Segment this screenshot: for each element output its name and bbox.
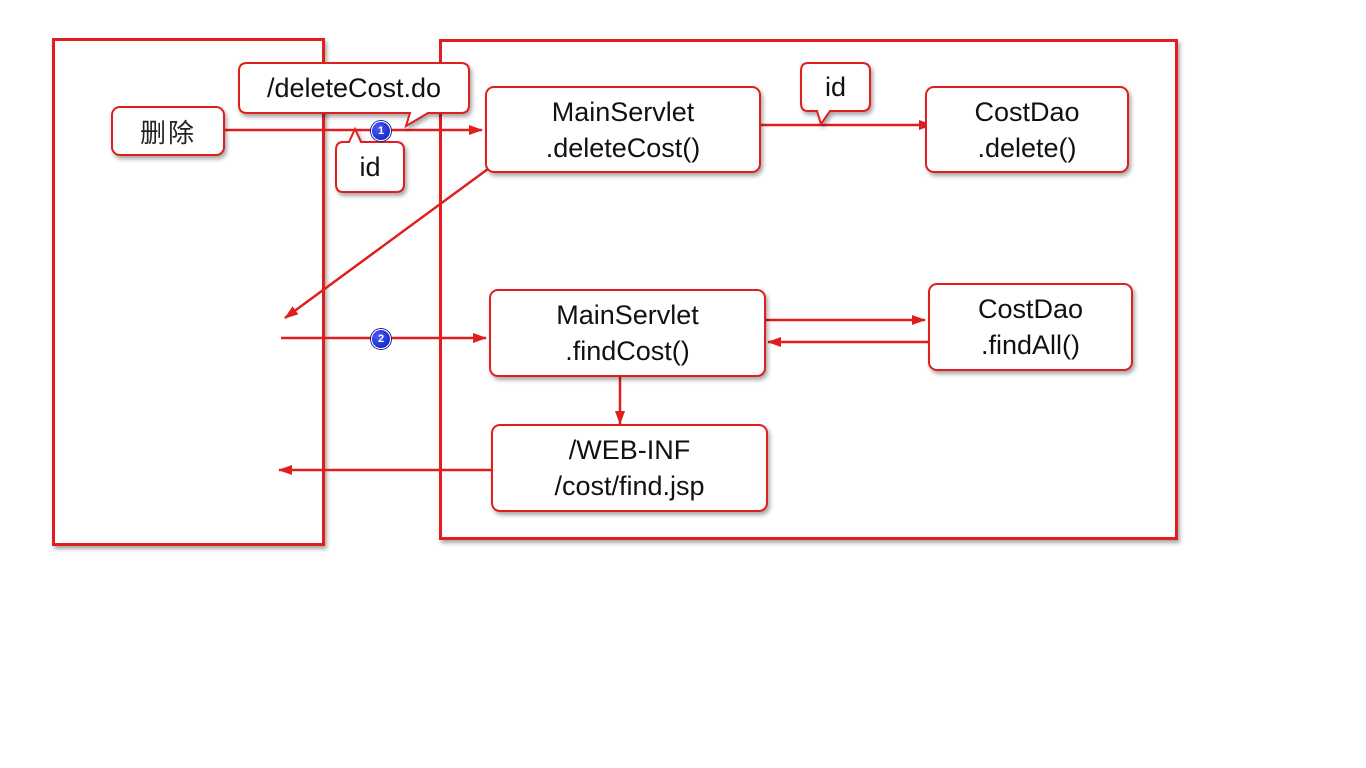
- main-servlet-delete-box: MainServlet .deleteCost(): [485, 86, 761, 173]
- cost-dao-findall-line1: CostDao: [977, 294, 1084, 324]
- id-param-callout-shape: [335, 126, 405, 193]
- cost-dao-findall-box: CostDao .findAll(): [928, 283, 1133, 371]
- id-delete-callout-shape: [800, 62, 871, 127]
- delete-button[interactable]: 删除: [111, 106, 225, 156]
- cost-dao-findall-line2: .findAll(): [980, 330, 1081, 360]
- cost-dao-delete-line1: CostDao: [974, 96, 1080, 127]
- cost-dao-delete-line2: .delete(): [977, 132, 1077, 163]
- step-badge-2: 2: [371, 329, 391, 349]
- main-servlet-find-line2: .findCost(): [565, 336, 690, 366]
- id-delete-callout: id: [800, 62, 871, 127]
- find-jsp-box: /WEB-INF /cost/find.jsp: [491, 424, 768, 512]
- id-param-callout-text: id: [359, 151, 381, 182]
- id-param-callout: id: [335, 126, 405, 193]
- main-servlet-find-line1: MainServlet: [556, 300, 699, 330]
- url-callout-text: /deleteCost.do: [266, 72, 442, 103]
- main-servlet-delete-line2: .deleteCost(): [545, 132, 701, 163]
- find-jsp-line2: /cost/find.jsp: [554, 471, 705, 501]
- cost-dao-delete-box: CostDao .delete(): [925, 86, 1129, 173]
- url-callout-shape: [238, 62, 470, 129]
- delete-button-label: 删除: [139, 117, 196, 148]
- id-delete-callout-text: id: [824, 71, 846, 102]
- main-servlet-delete-line1: MainServlet: [551, 96, 695, 127]
- step-badge-1: 1: [371, 121, 391, 141]
- find-jsp-line1: /WEB-INF: [568, 435, 691, 465]
- url-callout: /deleteCost.do: [238, 62, 470, 129]
- main-servlet-find-box: MainServlet .findCost(): [489, 289, 766, 377]
